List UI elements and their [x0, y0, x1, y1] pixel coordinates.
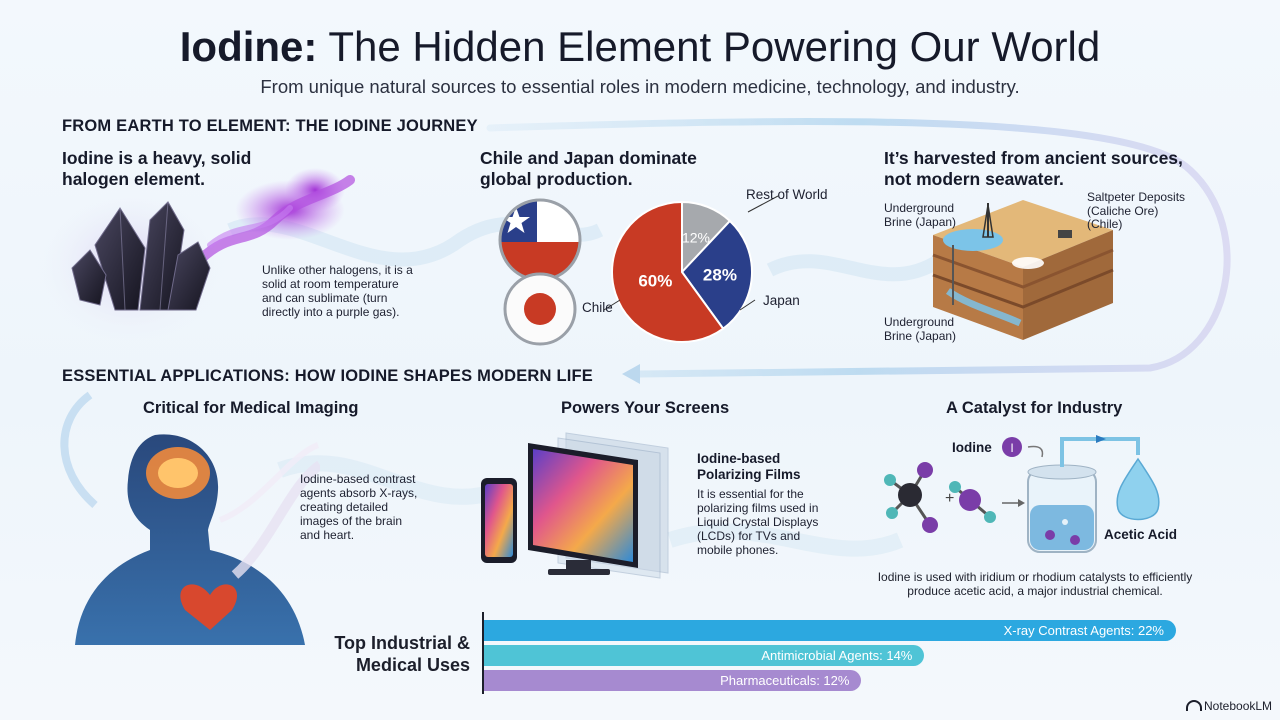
wave-2 — [766, 254, 944, 282]
heart-icon — [180, 584, 238, 630]
pie-slice-japan — [680, 219, 753, 331]
pie-leader-line-1 — [739, 299, 756, 311]
bar-xray: X-ray Contrast Agents: 22% — [484, 620, 1176, 641]
bar-axis — [482, 612, 484, 694]
iodide-molecule-icon — [949, 481, 996, 523]
molecule-icon — [884, 462, 938, 533]
wave-4 — [667, 523, 904, 557]
journey-arrow-head — [622, 364, 640, 384]
page-title: Iodine: The Hidden Element Powering Our … — [179, 23, 1101, 70]
pie-value-japan: 28% — [703, 265, 737, 284]
wave-3 — [277, 455, 503, 505]
phone-icon — [481, 478, 517, 563]
label-saltpeter: Saltpeter Deposits(Caliche Ore)(Chile) — [1087, 190, 1186, 231]
industry-heading: A Catalyst for Industry — [946, 399, 1123, 417]
pie-value-chile: 60% — [638, 272, 672, 291]
earth-layers-illustration — [932, 200, 1114, 340]
notebooklm-logo-icon — [1186, 700, 1202, 711]
pie-label-chile: Chile — [582, 300, 613, 315]
page-subtitle: From unique natural sources to essential… — [260, 76, 1020, 97]
japan-flag-icon — [503, 272, 577, 346]
crystal-icon — [71, 201, 211, 311]
pie-slice-chile — [611, 200, 725, 343]
applications-heading: ESSENTIAL APPLICATIONS: HOW IODINE SHAPE… — [62, 367, 593, 385]
uses-heading: Top Industrial &Medical Uses — [334, 633, 470, 675]
svg-text:I: I — [1010, 441, 1013, 455]
iodine-atom-icon: I — [1002, 437, 1022, 457]
bar-antimicrobial: Antimicrobial Agents: 14% — [484, 645, 925, 666]
acetic-label: Acetic Acid — [1104, 527, 1178, 542]
medical-imaging-illustration — [75, 434, 320, 645]
col1-heading: Iodine is a heavy, solid halogen element… — [62, 148, 252, 189]
svg-text:+: + — [945, 490, 954, 507]
catalyst-illustration: I + — [884, 435, 1160, 553]
pie-label-row: Rest of World — [746, 187, 828, 202]
medical-heading: Critical for Medical Imaging — [143, 399, 359, 417]
pie-leader-line-0 — [747, 195, 779, 213]
return-flow — [60, 391, 98, 509]
iodine-label: Iodine — [952, 440, 992, 455]
pie-label-japan: Japan — [763, 293, 800, 308]
uses-bar-chart: X-ray Contrast Agents: 22% Antimicrobial… — [484, 620, 1204, 692]
screens-heading: Powers Your Screens — [561, 399, 730, 417]
journey-arrow-path — [486, 118, 1231, 378]
journey-heading: FROM EARTH TO ELEMENT: THE IODINE JOURNE… — [62, 117, 478, 135]
monitor-icon — [528, 443, 638, 575]
mining-truck-icon — [1058, 230, 1072, 238]
col3-heading: It’s harvested from ancient sources, not… — [884, 148, 1183, 189]
bar-pharma: Pharmaceuticals: 12% — [484, 670, 862, 691]
purple-gas-icon — [195, 168, 355, 265]
pie-leader-line-2 — [603, 299, 621, 311]
screens-illustration — [481, 432, 669, 579]
reactor-vessel-icon — [1027, 464, 1097, 553]
industry-body: Iodine is used with iridium or rhodium c… — [877, 570, 1193, 598]
iodine-crystal-illustration — [71, 168, 355, 311]
pie-value-row: 12% — [682, 230, 710, 246]
brand-footer: NotebookLM — [1186, 699, 1272, 713]
acid-droplet-icon — [1116, 457, 1160, 521]
flags — [498, 198, 582, 346]
production-pie-chart: 12% 28% 60% — [603, 195, 779, 343]
col2-heading: Chile and Japan dominate global producti… — [480, 148, 697, 189]
